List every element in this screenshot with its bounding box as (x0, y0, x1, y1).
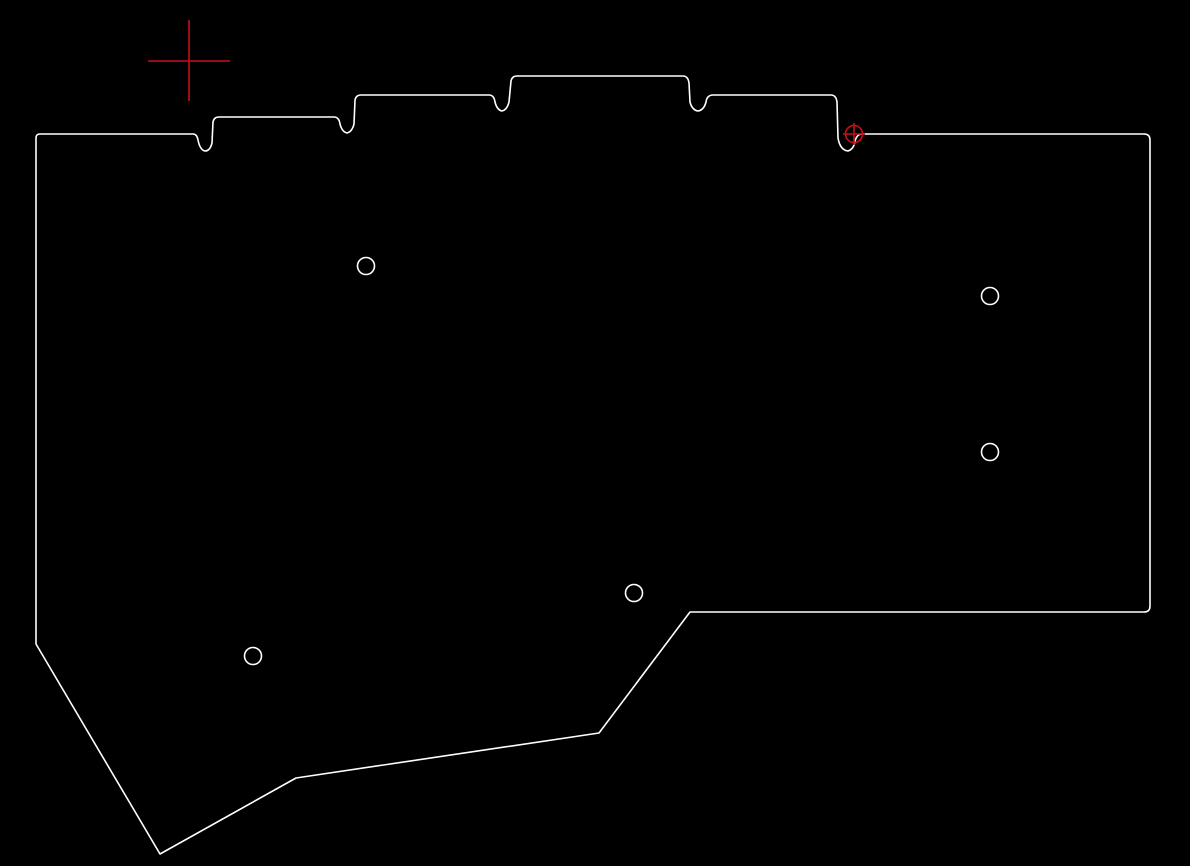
circle-crosshair-icon[interactable] (843, 123, 865, 145)
mounting-hole[interactable] (356, 256, 376, 276)
mounting-hole[interactable] (980, 442, 1000, 462)
crosshair-icon (148, 20, 230, 101)
mounting-hole[interactable] (980, 286, 1000, 306)
mounting-hole[interactable] (243, 646, 263, 666)
mounting-hole[interactable] (624, 583, 644, 603)
board-outline[interactable] (35, 75, 1151, 855)
